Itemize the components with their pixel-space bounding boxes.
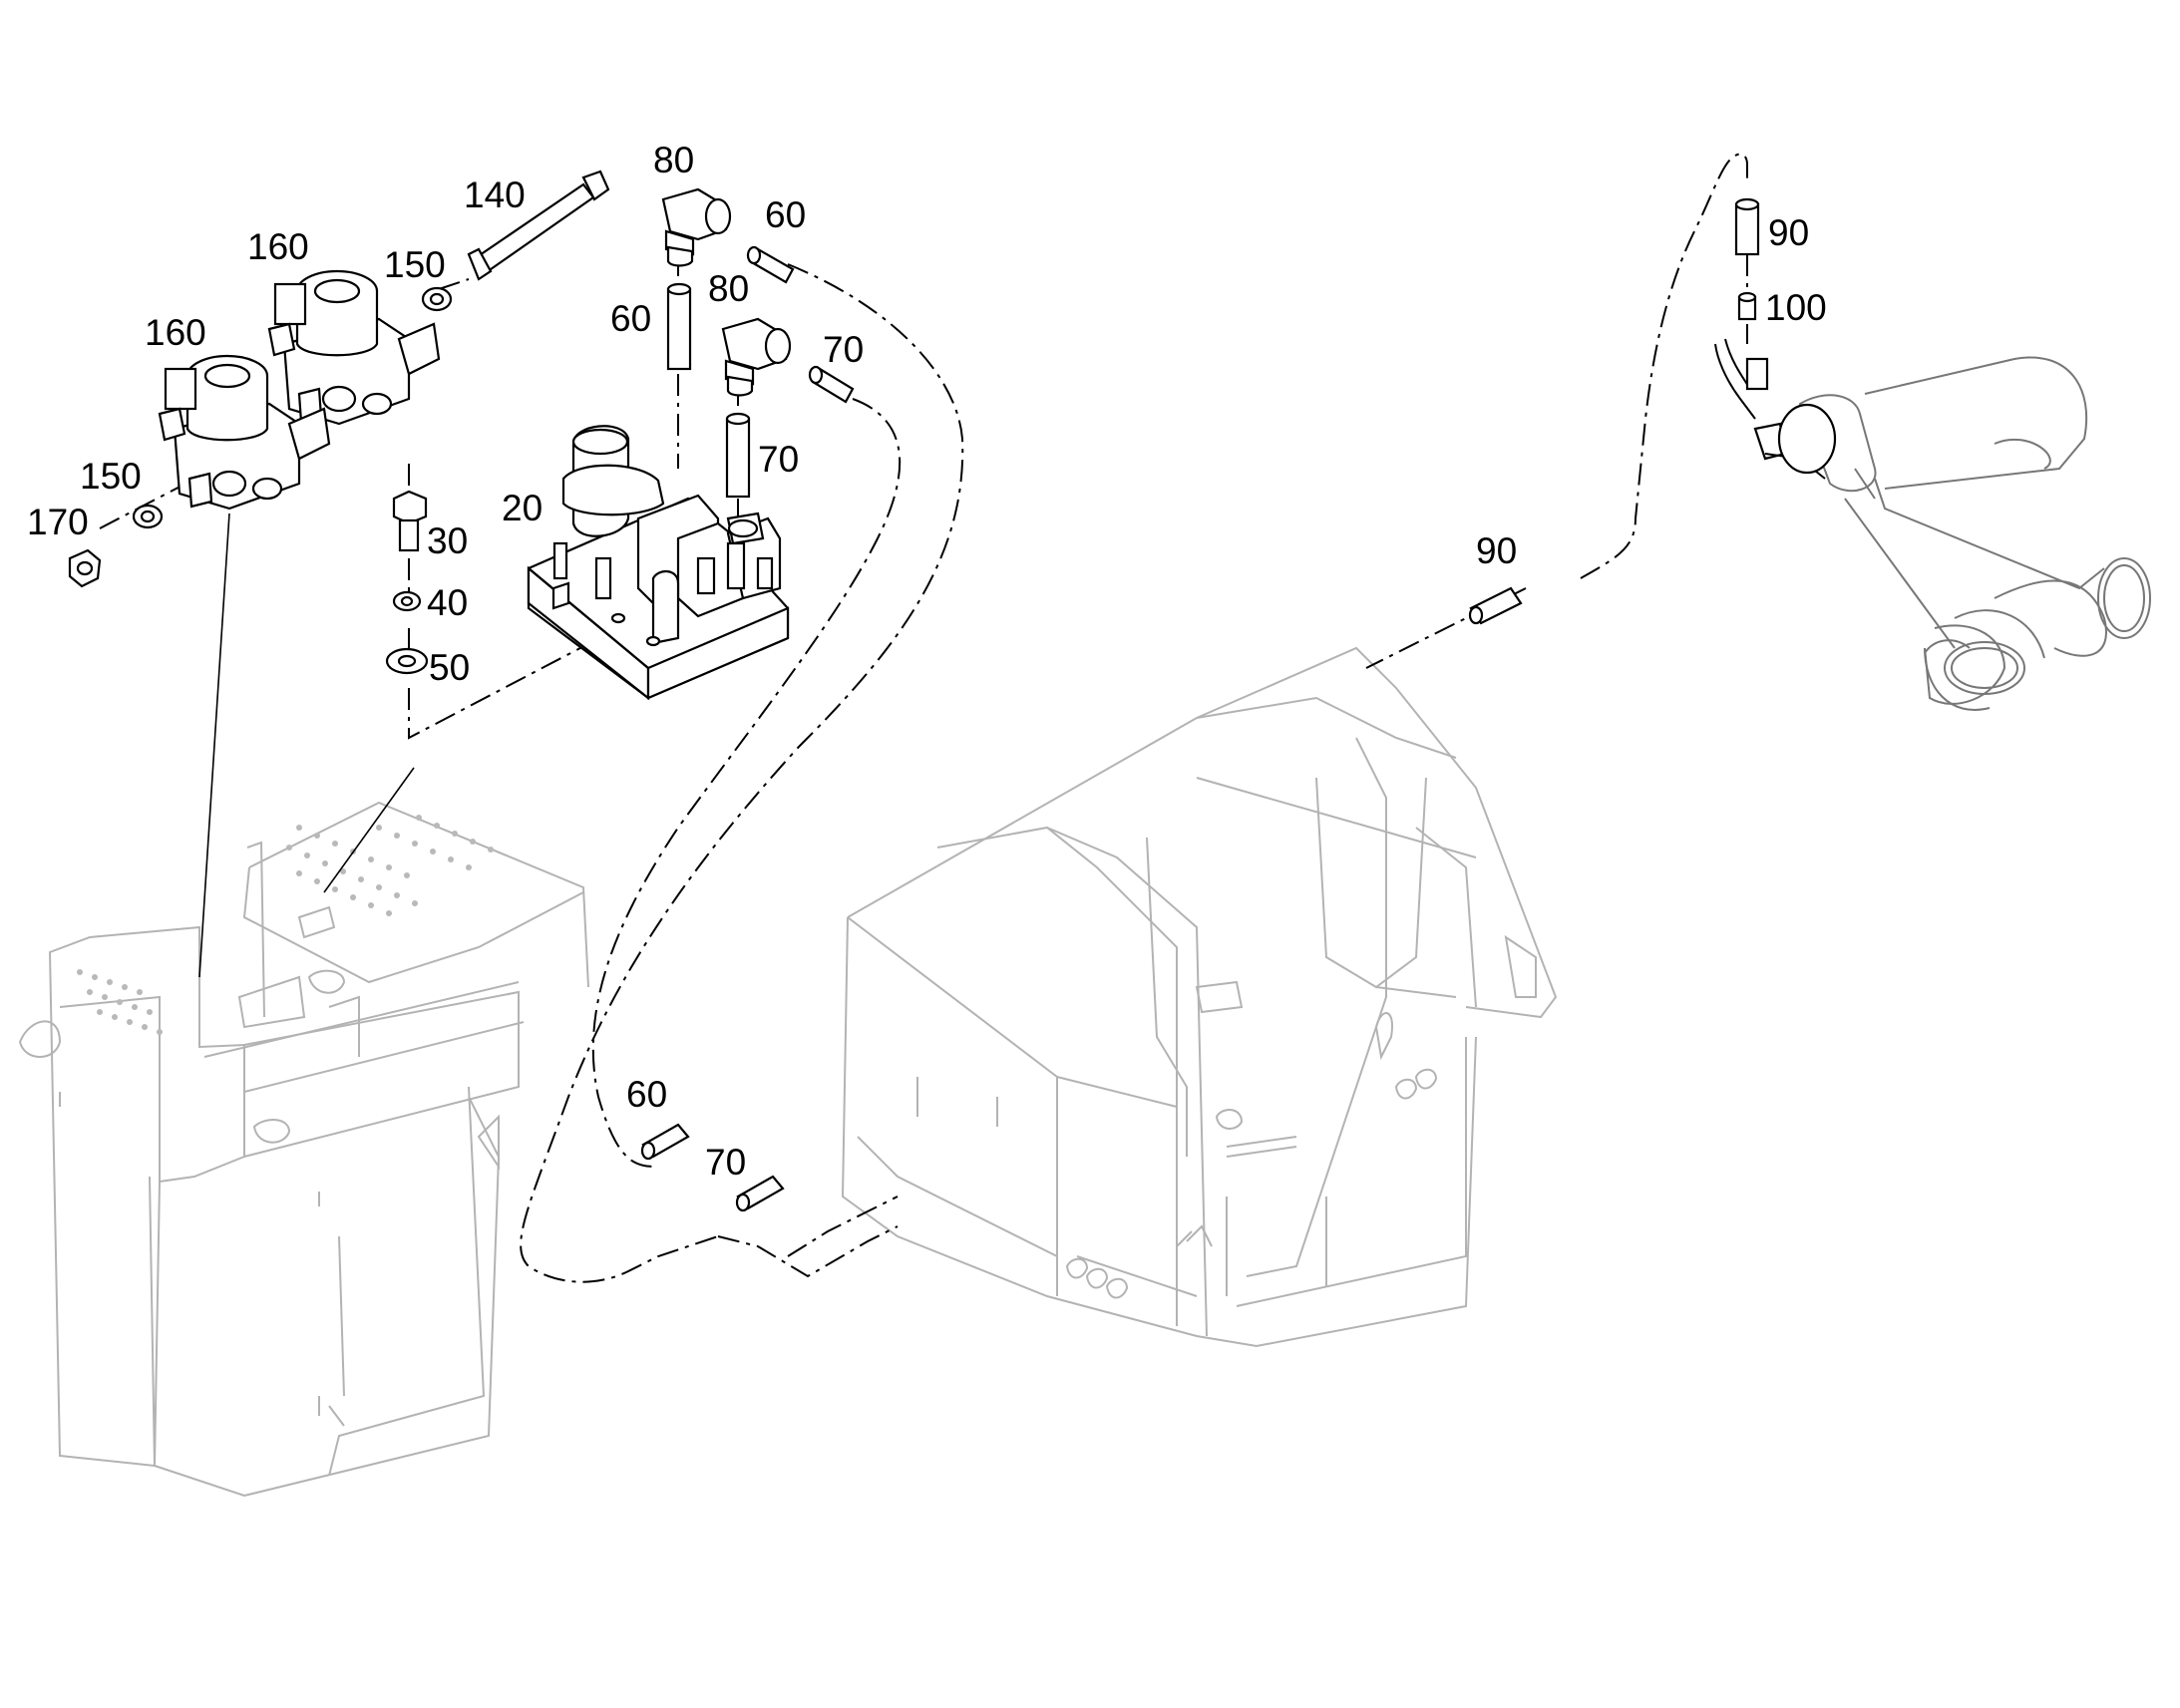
temperature-sensor bbox=[1714, 338, 1837, 480]
valve-block-20 bbox=[527, 425, 790, 701]
frame-housing bbox=[841, 646, 1558, 1348]
callout-70-lower: 70 bbox=[705, 1142, 746, 1183]
callout-20: 20 bbox=[502, 488, 543, 528]
callout-40: 40 bbox=[427, 582, 468, 623]
callout-80-upper: 80 bbox=[653, 140, 694, 180]
sleeve-60-lower bbox=[640, 1123, 690, 1161]
callout-170: 170 bbox=[27, 502, 89, 542]
washer-50 bbox=[385, 647, 429, 675]
callout-150-lower: 150 bbox=[80, 456, 142, 497]
callout-60-upper-right: 60 bbox=[765, 194, 806, 235]
nut-170 bbox=[68, 548, 102, 588]
callout-100: 100 bbox=[1765, 287, 1827, 328]
elbow-fitting-80-lower bbox=[721, 317, 792, 397]
washer-150-lower bbox=[132, 504, 164, 529]
callout-labels: 140 160 150 160 150 170 80 60 60 80 70 7… bbox=[27, 140, 1827, 1183]
sleeve-90-upper bbox=[1734, 197, 1760, 256]
callout-60-lower: 60 bbox=[626, 1074, 667, 1115]
exhaust-pipe bbox=[1798, 356, 2151, 711]
callout-60-upper-left: 60 bbox=[610, 298, 651, 339]
callout-160-upper: 160 bbox=[247, 226, 309, 267]
callout-30: 30 bbox=[427, 520, 468, 561]
sleeve-60-upper-vertical bbox=[666, 282, 692, 371]
solenoid-valve-160-lower bbox=[158, 354, 331, 511]
bolt-140 bbox=[467, 170, 610, 281]
bolt-30 bbox=[392, 490, 428, 552]
elbow-fitting-80-upper bbox=[661, 187, 732, 267]
callout-160-lower: 160 bbox=[145, 312, 206, 353]
callout-150-upper: 150 bbox=[384, 244, 446, 285]
callout-90-lower: 90 bbox=[1476, 530, 1517, 571]
callout-70-upper-right: 70 bbox=[823, 329, 864, 370]
callout-90-upper: 90 bbox=[1768, 212, 1809, 253]
sleeve-70-upper-vertical bbox=[725, 412, 751, 499]
sleeve-70-upper-right bbox=[808, 365, 855, 404]
callout-70-upper-vertical: 70 bbox=[758, 439, 799, 480]
leader-lines bbox=[198, 512, 415, 978]
washer-40 bbox=[392, 590, 422, 612]
callout-140: 140 bbox=[464, 174, 526, 215]
sleeve-90-lower bbox=[1468, 586, 1523, 625]
callout-50: 50 bbox=[429, 647, 470, 688]
sleeve-60-upper-right bbox=[746, 245, 795, 284]
sleeve-70-lower bbox=[735, 1175, 785, 1212]
washer-150-upper bbox=[421, 286, 453, 312]
callout-80-lower: 80 bbox=[708, 268, 749, 309]
tank-housing bbox=[18, 801, 589, 1498]
cap-100 bbox=[1737, 291, 1757, 321]
solenoid-valve-160-upper bbox=[267, 269, 441, 426]
tank-perforations bbox=[77, 815, 494, 1035]
